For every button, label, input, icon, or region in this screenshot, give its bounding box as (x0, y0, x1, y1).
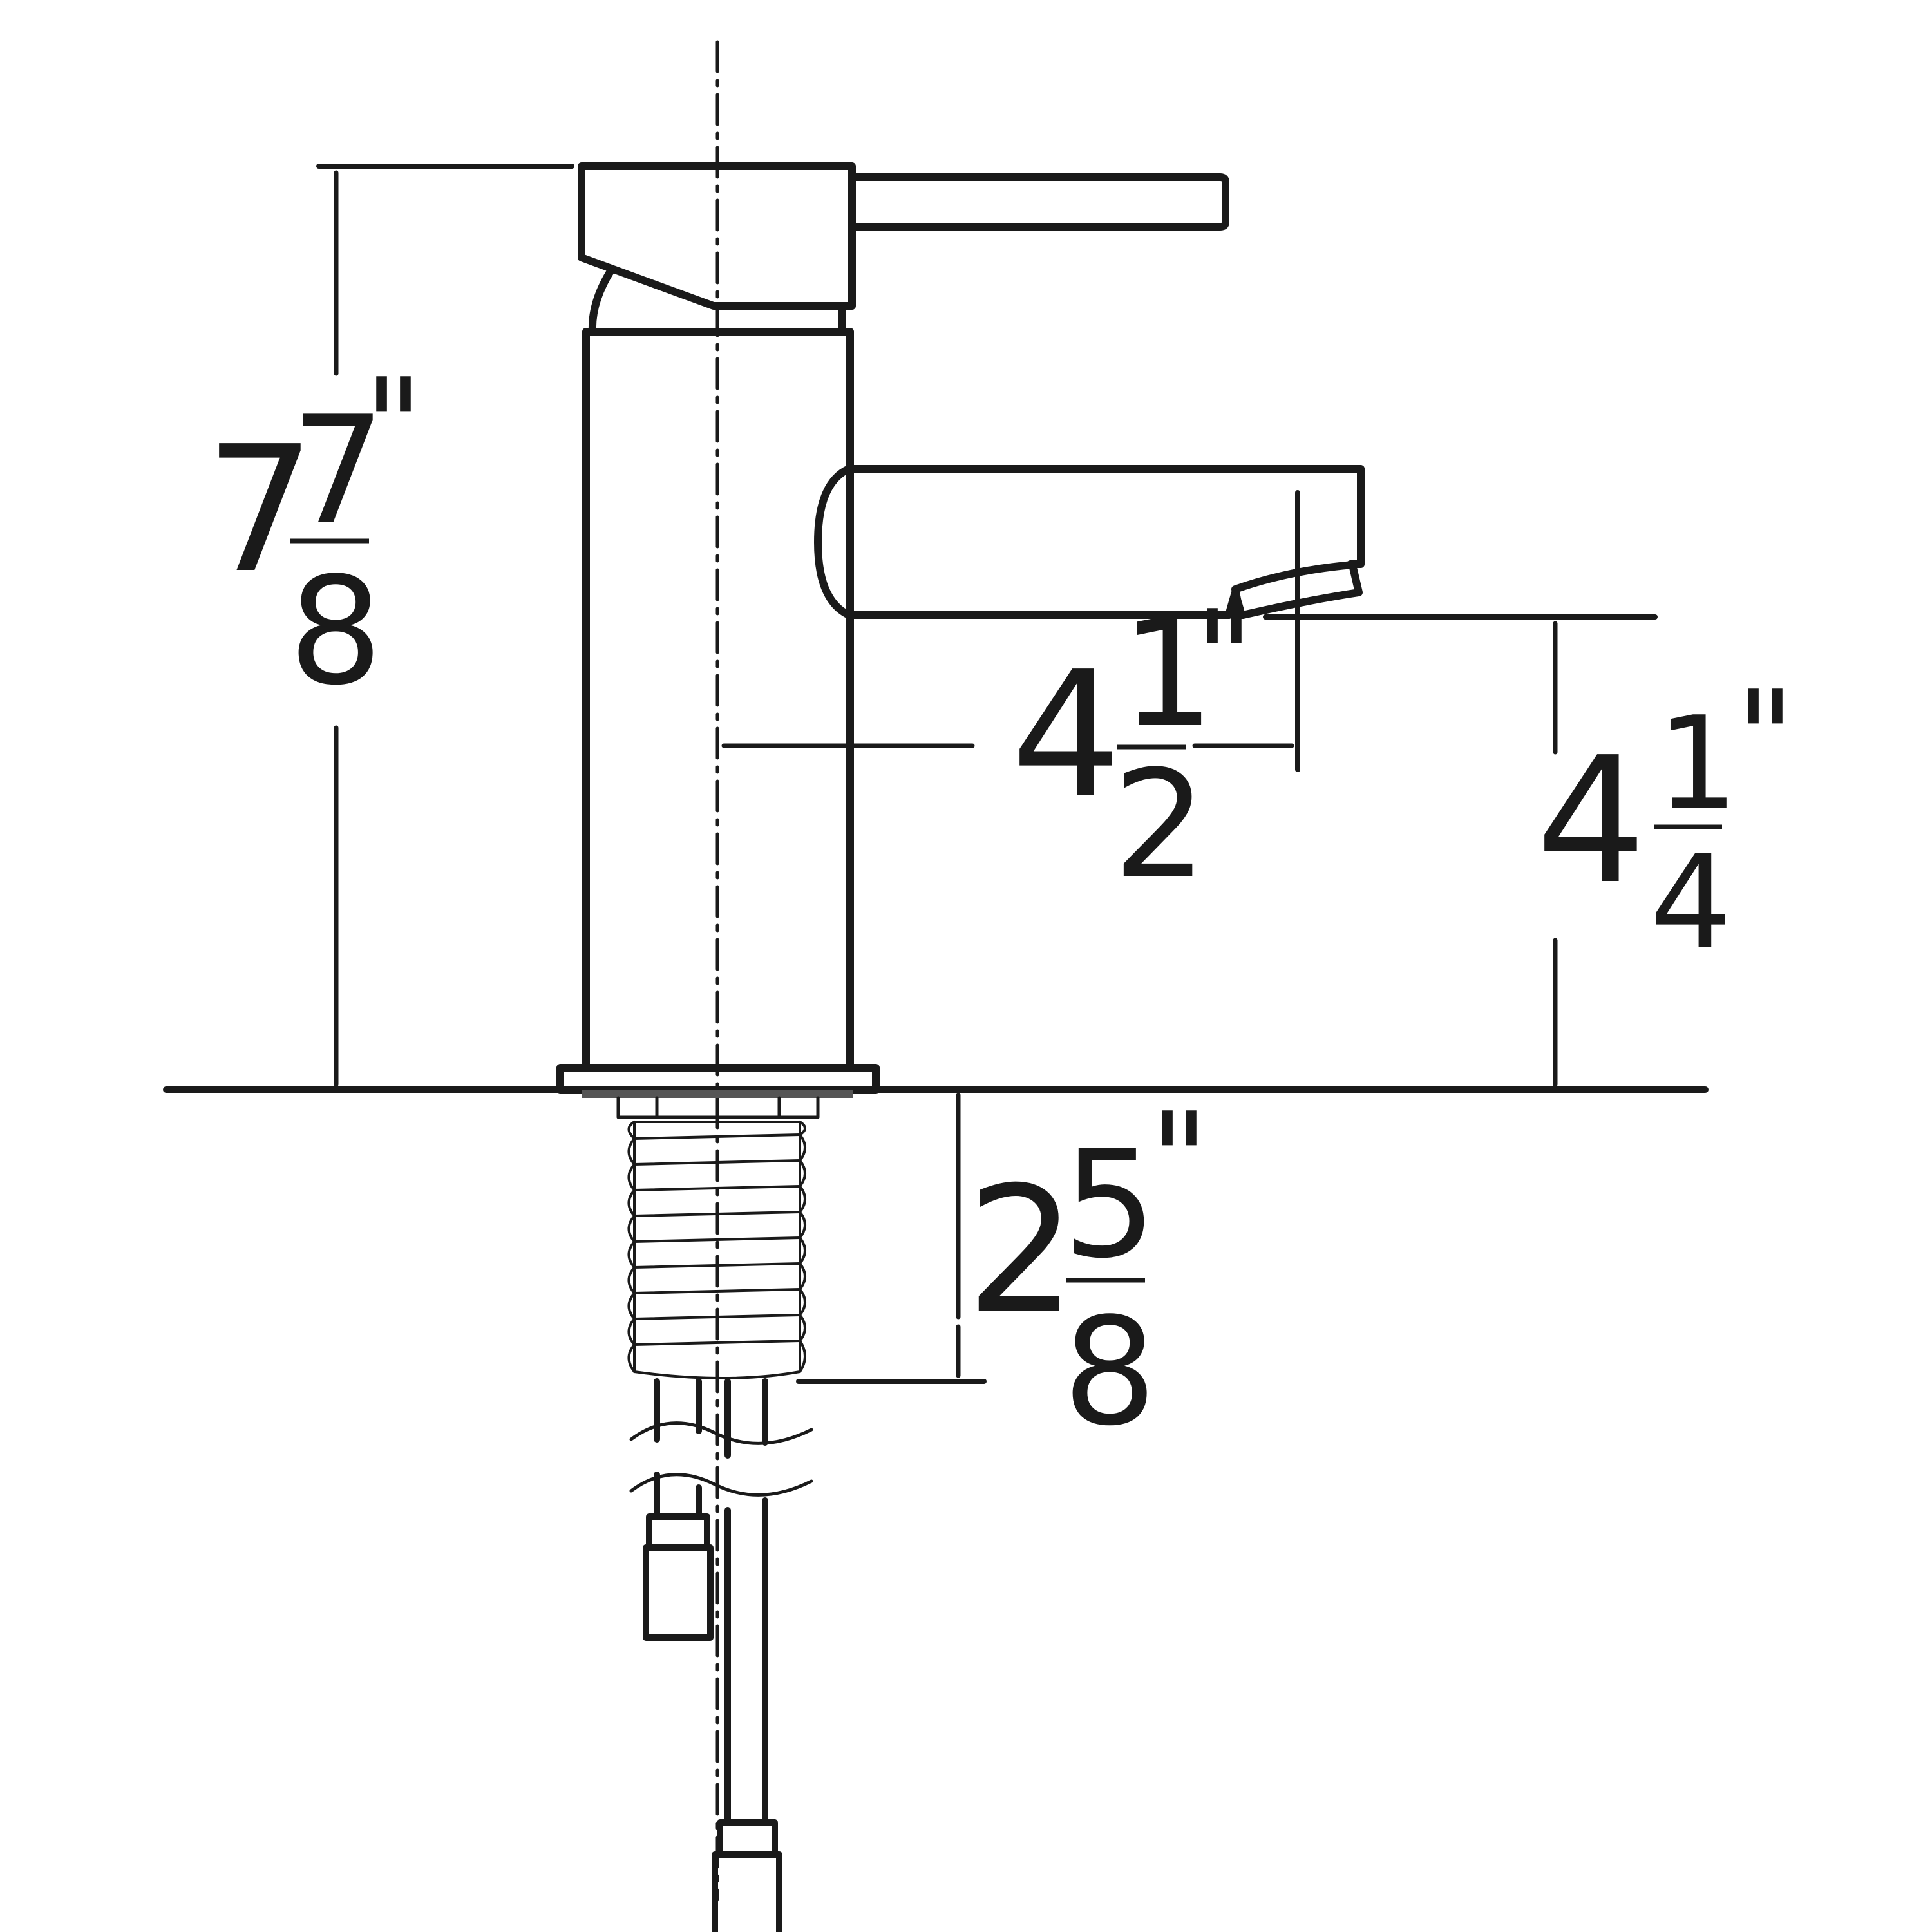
shank-length-whole: 2 (966, 1149, 1077, 1352)
handle-cap (578, 162, 856, 310)
aerator (1225, 561, 1363, 619)
fitting-left-body (643, 1544, 714, 1641)
break-line-upper (629, 1421, 813, 1445)
hose-right-lower (724, 1497, 768, 1826)
spout-reach-label: 4 1 " 2 (1011, 583, 1254, 911)
base-gasket (582, 1090, 853, 1098)
shank-length-numerator: 5 (1063, 1119, 1157, 1291)
break-line-lower (629, 1473, 813, 1497)
overall-height-dimension (316, 164, 574, 1087)
hose-left-lower (654, 1472, 702, 1520)
shank-length-label: 2 5 " 8 (966, 1085, 1209, 1459)
overall-height-whole: 7 (205, 408, 316, 611)
spout-height-whole: 4 (1536, 719, 1647, 922)
spout-height-numerator: 1 (1656, 689, 1738, 839)
spout-reach-numerator: 1 (1121, 588, 1215, 760)
overall-height-denominator: 8 (289, 546, 383, 718)
spout-reach-denominator: 2 (1113, 739, 1207, 911)
overall-height-unit: " (364, 351, 423, 501)
shank-length-denominator: 8 (1063, 1287, 1157, 1459)
spout-reach-unit: " (1195, 583, 1254, 733)
spout (814, 465, 1365, 619)
spout-height-label: 4 1 " 4 (1536, 663, 1795, 978)
spout-height-unit: " (1736, 663, 1795, 813)
hose-right-upper (724, 1378, 768, 1459)
threaded-shank (627, 1121, 806, 1379)
cap-neck-curve (588, 265, 616, 336)
fitting-left-nut (646, 1513, 710, 1551)
base-flange (556, 1064, 880, 1094)
shank-length-dimension (796, 1092, 987, 1384)
spout-height-dimension (1263, 614, 1658, 1087)
base-washer (616, 1096, 820, 1119)
lever-handle (848, 173, 1229, 231)
overall-height-label: 7 7 " 8 (205, 351, 423, 718)
hose-left-upper (654, 1378, 702, 1443)
supply-hoses (629, 1378, 813, 1932)
fitting-right-nut (717, 1819, 778, 1858)
shank-length-unit: " (1150, 1085, 1209, 1235)
spout-height-denominator: 4 (1650, 828, 1732, 978)
overall-height-numerator: 7 (291, 385, 385, 557)
faucet-body (556, 162, 1365, 1094)
spout-reach-dimension (721, 490, 1300, 772)
spout-reach-whole: 4 (1011, 634, 1122, 837)
fitting-right-body (712, 1852, 782, 1932)
